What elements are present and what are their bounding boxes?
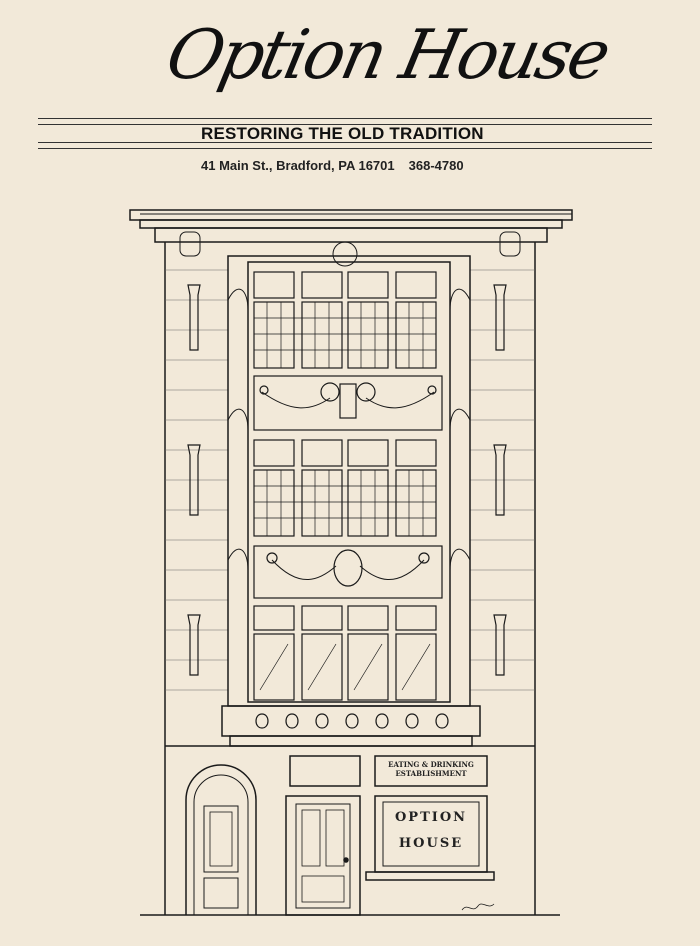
upper-sign-board: [374, 755, 488, 787]
window-sign-option: OPTION: [394, 810, 468, 825]
lower-windows: [253, 605, 437, 701]
sign-eating-drinking: EATING & DRINKING ESTABLISHMENT: [388, 760, 474, 778]
middle-windows: [253, 439, 437, 537]
ornamental-panel-cherubs: [253, 375, 443, 431]
header: Option House RESTORING THE OLD TRADITION…: [0, 0, 700, 190]
address-line: 41 Main St., Bradford, PA 16701 368-4780: [201, 158, 464, 173]
ornamental-panel-garland: [253, 545, 443, 599]
header-rule: [38, 124, 652, 125]
shop-window: [365, 795, 495, 881]
cornice: [129, 209, 573, 267]
main-door: [285, 795, 361, 916]
wall-siding: [165, 269, 535, 691]
artist-signature: [461, 903, 495, 911]
window-sign-house: HOUSE: [398, 836, 464, 851]
street-address: 41 Main St., Bradford, PA 16701: [201, 158, 395, 173]
header-rule: [38, 142, 652, 143]
upper-windows: [253, 271, 437, 369]
scroll-frieze: [221, 705, 481, 747]
door-transom: [289, 755, 361, 787]
header-rule: [38, 118, 652, 119]
tagline: RESTORING THE OLD TRADITION: [201, 124, 484, 143]
arched-side-door: [185, 764, 257, 915]
bay-window-frame: [227, 255, 471, 707]
header-rule: [38, 148, 652, 149]
phone-number: 368-4780: [408, 158, 464, 173]
wall-sconces: [187, 284, 507, 676]
